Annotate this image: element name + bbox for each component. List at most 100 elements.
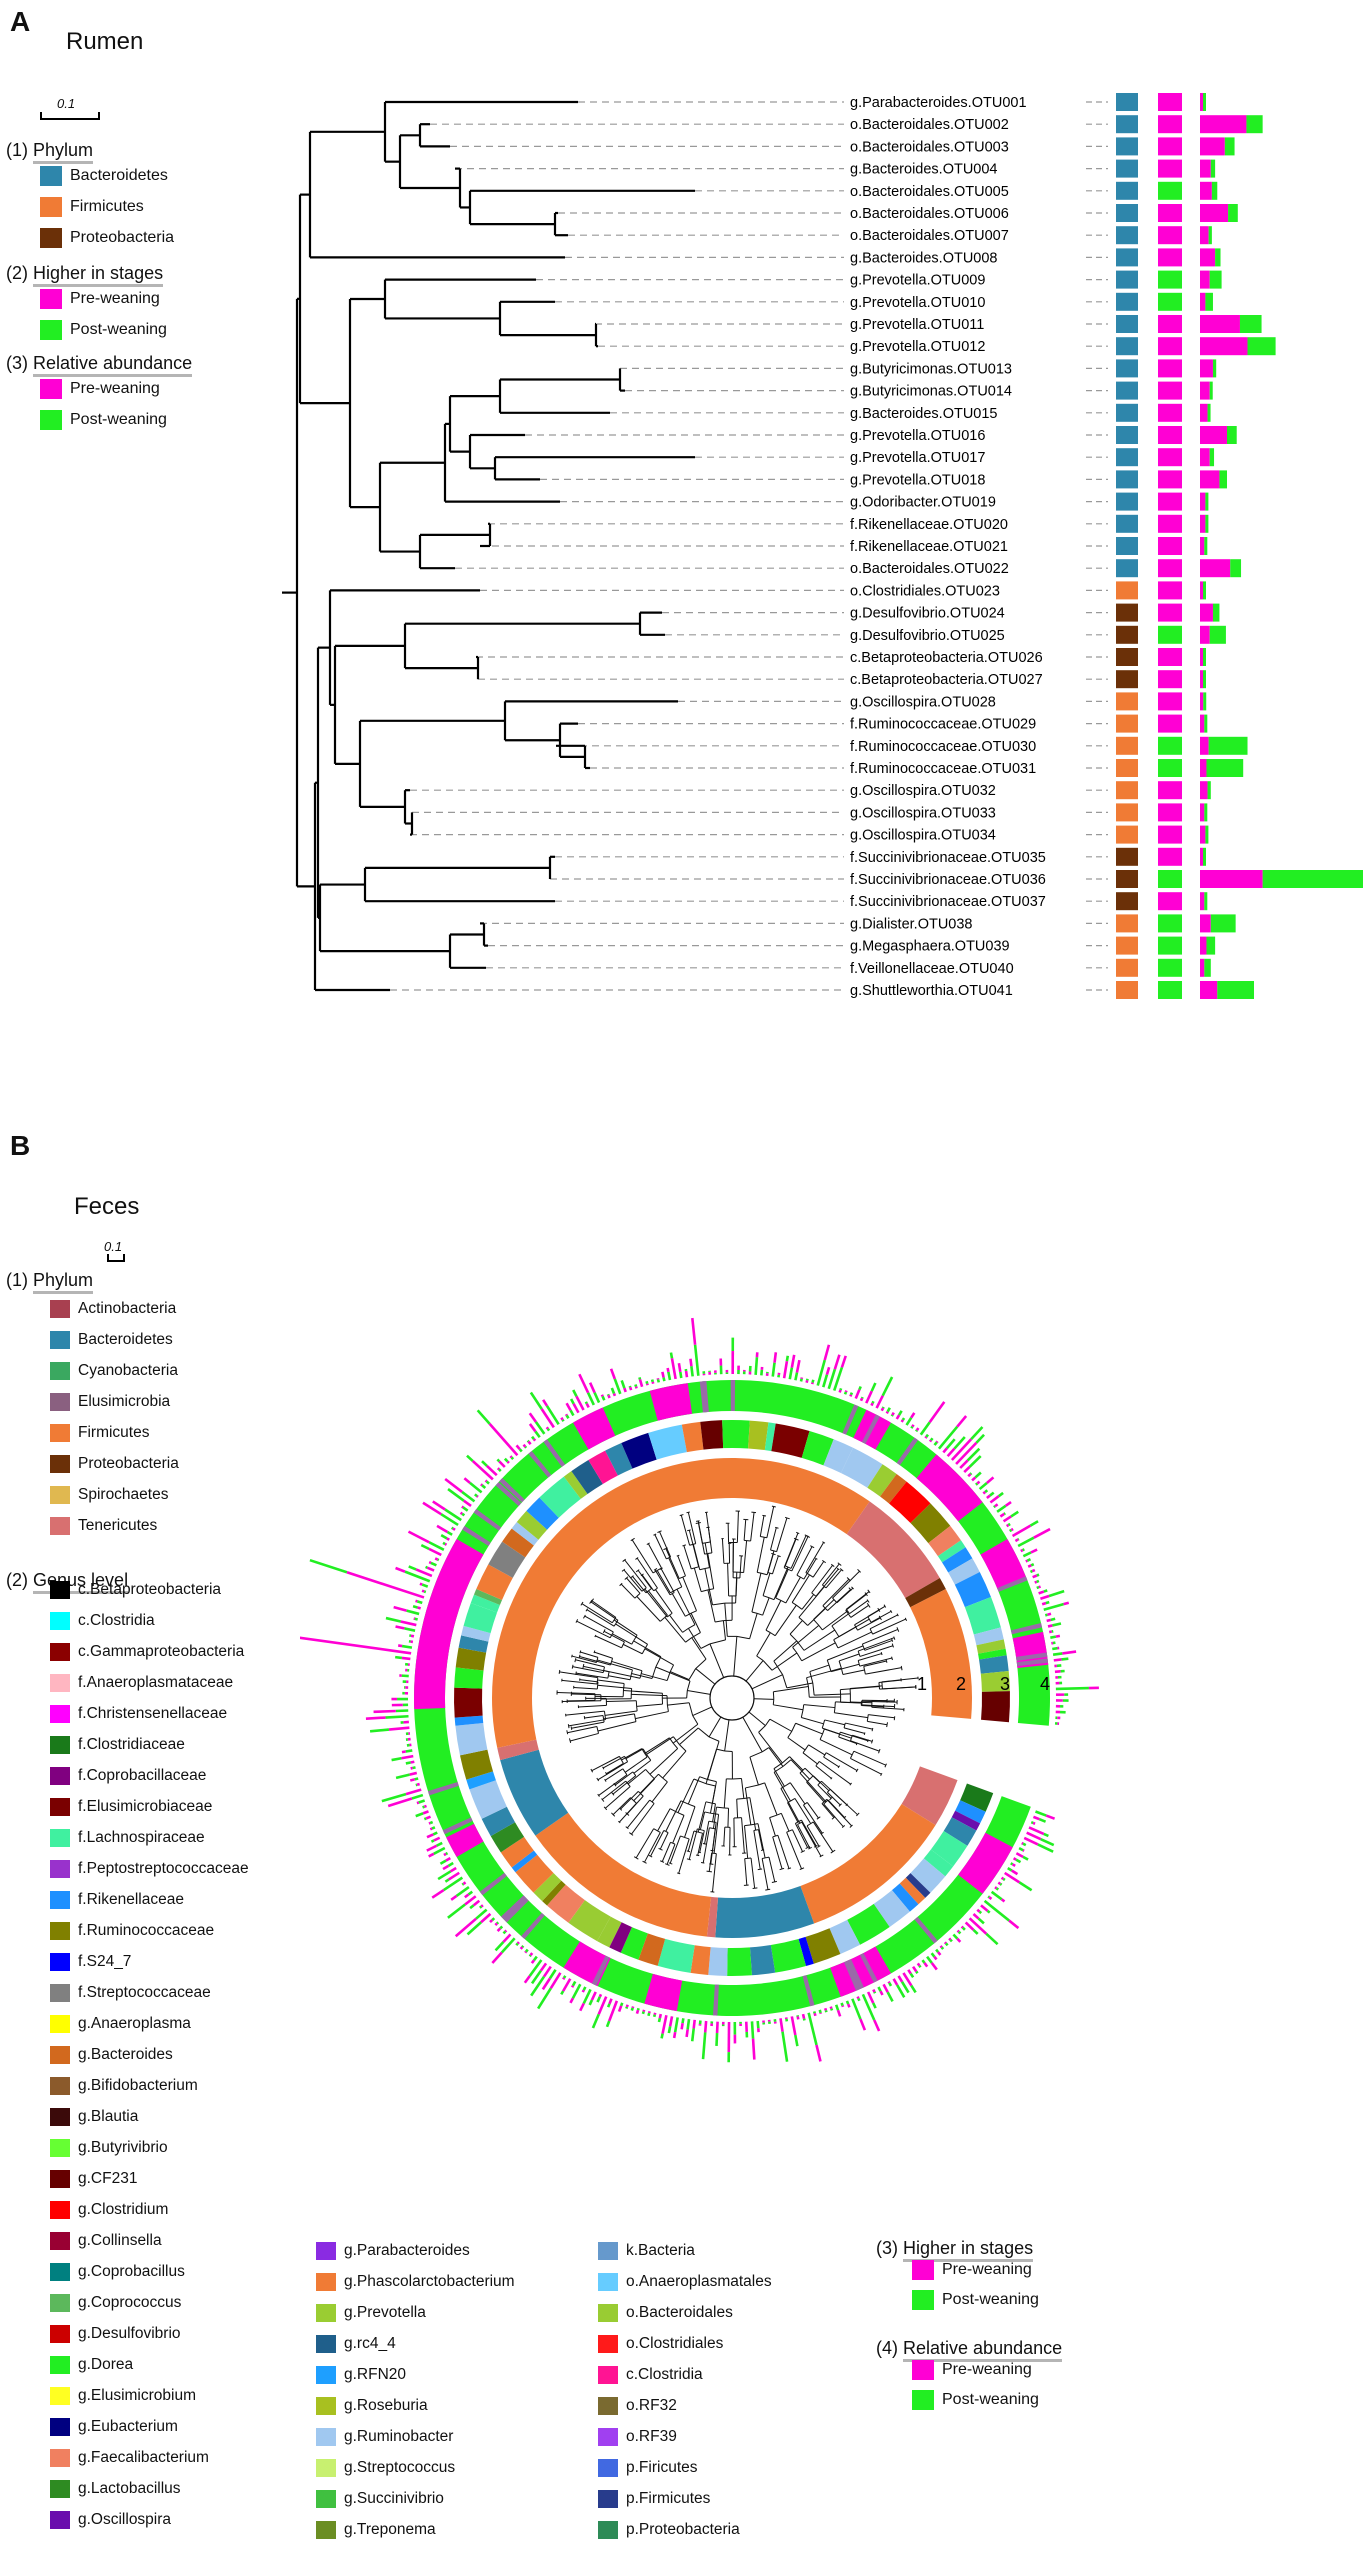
tree-branch [809,1671,814,1684]
abundance-bar-segment [404,1627,416,1632]
tree-branch [813,1619,820,1626]
abundance-bar-segment [542,1399,549,1407]
abundance-bar-segment [691,1317,697,1345]
abundance-bar-segment [1048,1589,1065,1598]
tree-branch [602,1767,605,1770]
stage-cell [1158,292,1182,311]
legend-item: f.Streptococcaceae [50,1977,249,2008]
abundance-bar-post [1217,981,1254,999]
tree-branch [791,1602,797,1606]
abundance-bar-segment [528,1412,537,1423]
abundance-bar-segment [496,1927,502,1932]
tree-branch [590,1601,619,1621]
legend-swatch [598,2303,618,2322]
abundance-bar-segment [1029,1569,1033,1574]
stage-ring-divider [503,1897,529,1923]
abundance-bar-segment [409,1778,415,1782]
abundance-bar-segment [1030,1548,1038,1554]
legend-item: o.Bacteroidales [598,2297,772,2328]
tree-branch [620,1582,623,1585]
tree-branch [815,1558,818,1560]
tree-branch [821,1803,835,1818]
legend-item: g.Collinsella [50,2225,249,2256]
stage-cell [1158,648,1182,666]
abundance-bar-segment [972,1913,980,1920]
tree-branch [707,1552,712,1555]
abundance-bar-pre [1200,403,1208,422]
abundance-bar-segment [827,1368,837,1390]
tree-branch [707,1553,715,1589]
abundance-bar-pre [1200,670,1203,689]
tree-branch [603,1669,641,1679]
tree-branch [803,1558,817,1580]
tree-branch [649,1799,653,1803]
abundance-bar-segment [971,1476,977,1482]
legend-label: Bacteroidetes [70,167,168,184]
abundance-bar-segment [667,2026,672,2034]
abundance-bar-segment [949,1938,953,1943]
abundance-bar-segment [963,1465,971,1473]
tree-branch [844,1815,847,1818]
abundance-bar-segment [919,1421,931,1436]
tree-branch [621,1748,643,1761]
abundance-bar-segment [480,1912,492,1924]
genus-ring-segment [928,1525,961,1557]
tree-branch [644,1588,668,1618]
tree-branch [842,1669,865,1676]
tree-branch [864,1669,866,1675]
tree-branch [801,1819,817,1847]
tree-branch [799,1769,804,1774]
tree-branch [838,1736,858,1745]
tree-branch [707,1527,713,1553]
tree-branch [871,1741,873,1744]
abundance-bar-segment [670,1358,677,1380]
tree-branch [665,1800,682,1832]
abundance-bar-segment [897,1410,903,1416]
abundance-bar-segment [444,1477,463,1493]
tree-branch [693,1830,699,1833]
abundance-bar-segment [796,2016,800,2020]
abundance-bar-segment [859,1397,864,1402]
panel-a-title: Rumen [66,28,144,55]
abundance-bar-segment [606,2003,611,2008]
tree-branch [823,1560,827,1564]
genus-ring-segment [458,1635,489,1653]
tree-branch [770,1549,775,1552]
legend-swatch [50,2386,70,2405]
tree-branch [704,1542,710,1568]
tree-branch [823,1754,826,1758]
tree-branch [896,1627,899,1630]
stage-ring-segment [644,1973,683,2012]
abundance-bar-segment [1002,1515,1012,1523]
legend-num: (1) [6,1270,28,1290]
legend-item: g.Butyrivibrio [50,2132,249,2163]
tree-branch [620,1583,636,1599]
abundance-bar-segment [882,1983,889,1993]
abundance-bar-segment [658,2013,663,2019]
abundance-bar-segment [530,1969,542,1985]
abundance-bar-segment [502,1930,507,1935]
tree-branch [619,1583,622,1587]
tree-branch [631,1539,654,1574]
abundance-bar-segment [562,1977,566,1980]
tree-branch [753,1830,761,1870]
tree-branch [819,1733,824,1740]
phylum-cell [1116,892,1138,911]
legend-label: Post-weaning [942,2391,1039,2408]
tree-branch [780,1788,801,1824]
tree-branch [791,1574,810,1603]
tree-branch [692,1715,699,1725]
abundance-bar-post [1208,736,1248,755]
tree-branch [575,1659,605,1668]
abundance-bar-post [1203,581,1206,600]
tree-branch [688,1803,696,1808]
tree-branch [842,1825,846,1828]
stage-ring-divider [591,1955,610,1986]
tree-branch [824,1728,852,1739]
abundance-bar-segment [937,1425,959,1450]
abundance-bar-segment [414,1617,418,1621]
tree-branch [843,1727,865,1734]
tree-branch [597,1659,633,1671]
abundance-bar-segment [891,1412,895,1416]
abundance-bar-segment [446,1537,450,1541]
